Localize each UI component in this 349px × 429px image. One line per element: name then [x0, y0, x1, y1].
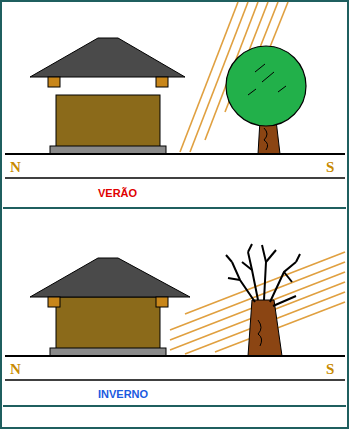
- direction-letter: S: [326, 362, 334, 377]
- direction-letter: N: [10, 160, 21, 175]
- direction-letter: N: [10, 362, 21, 377]
- direction-letter: S: [326, 160, 334, 175]
- season-label: INVERNO: [98, 389, 148, 400]
- season-label: VERÃO: [98, 188, 137, 199]
